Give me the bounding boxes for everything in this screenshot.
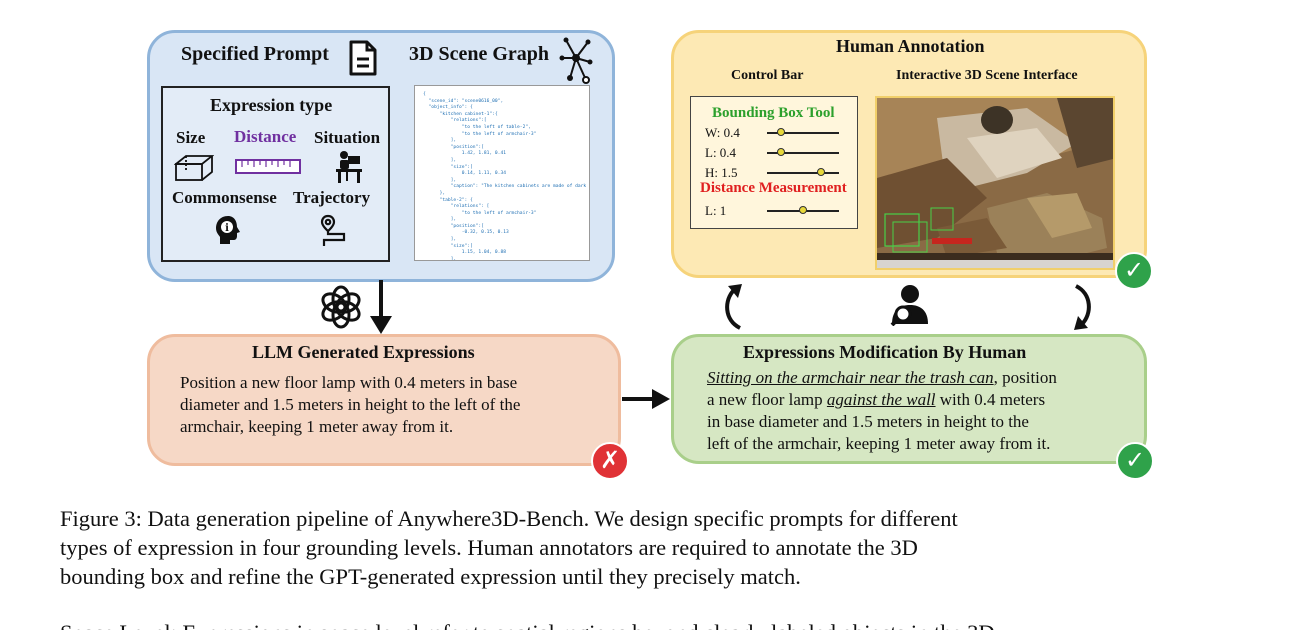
arrow-right-icon <box>622 389 670 409</box>
check-icon: ✓ <box>1115 252 1153 290</box>
scene-3d-view[interactable] <box>875 96 1115 270</box>
head-info-icon: i <box>216 216 240 244</box>
situation-label: Situation <box>314 128 381 147</box>
bbox-slider-knob[interactable] <box>777 128 786 136</box>
mod-underlined-1: Sitting on the armchair near the trash c… <box>707 368 994 387</box>
scene-render <box>877 98 1113 268</box>
bbox-slider-track[interactable] <box>767 172 839 174</box>
bbox-slider-knob[interactable] <box>777 148 786 156</box>
bbox-slider-label: L: 0.4 <box>705 145 737 160</box>
ruler-icon <box>235 159 301 174</box>
llm-line: diameter and 1.5 meters in height to the… <box>180 395 521 414</box>
bbox-slider[interactable]: W: 0.4 <box>705 125 845 141</box>
llm-text: Position a new floor lamp with 0.4 meter… <box>180 372 520 438</box>
json-code: { "scene_id": "scene0616_00", "object_in… <box>423 92 589 261</box>
graph-icon <box>559 37 593 84</box>
llm-title: LLM Generated Expressions <box>252 342 475 362</box>
partial-body-line: Space Level: Expressions in space level … <box>60 620 1250 630</box>
bbox-slider-track[interactable] <box>767 152 839 154</box>
control-bar <box>690 96 858 229</box>
route-pin-icon <box>320 214 346 246</box>
arrow-down-icon <box>370 280 392 334</box>
person-at-desk-icon <box>336 151 362 183</box>
bbox-tool-title: Bounding Box Tool <box>712 105 835 121</box>
mod-line: a new floor lamp against the wall with 0… <box>707 390 1046 409</box>
caption-line: bounding box and refine the GPT-generate… <box>60 564 801 589</box>
commonsense-label: Commonsense <box>172 188 277 207</box>
llm-panel <box>147 334 621 466</box>
control-bar-title: Control Bar <box>731 68 804 83</box>
human-annotation-title: Human Annotation <box>836 36 985 56</box>
bbox-slider[interactable]: H: 1.5 <box>705 165 845 181</box>
scene-interface-title: Interactive 3D Scene Interface <box>896 68 1078 83</box>
curved-arrow-up-icon <box>725 284 742 330</box>
specified-prompt-title: Specified Prompt <box>181 43 329 65</box>
mod-underlined-2: against the wall <box>826 390 936 409</box>
modification-title: Expressions Modification By Human <box>743 342 1027 362</box>
caption-line: types of expression in four grounding le… <box>60 535 918 560</box>
scene-graph-json: { "scene_id": "scene0616_00", "object_in… <box>414 85 590 261</box>
trajectory-label: Trajectory <box>293 188 371 207</box>
document-icon <box>349 40 377 76</box>
person-search-icon <box>890 285 928 326</box>
bbox-slider[interactable]: L: 0.4 <box>705 145 845 161</box>
bbox-slider-label: W: 0.4 <box>705 125 740 140</box>
curved-arrow-down-icon <box>1074 284 1091 330</box>
modification-panel <box>671 334 1147 464</box>
mod-line: left of the armchair, keeping 1 meter aw… <box>707 434 1051 453</box>
llm-line: Position a new floor lamp with 0.4 meter… <box>180 373 518 392</box>
size-label: Size <box>176 128 206 147</box>
scene-graph-title: 3D Scene Graph <box>409 43 549 65</box>
svg-text:i: i <box>225 223 229 234</box>
distance-slider-label: L: 1 <box>705 203 727 218</box>
modification-text: Sitting on the armchair near the trash c… <box>707 367 1057 455</box>
mod-line: in base diameter and 1.5 meters in heigh… <box>707 412 1029 431</box>
mod-line: Sitting on the armchair near the trash c… <box>707 368 1057 387</box>
distance-measurement-title: Distance Measurement <box>700 180 847 196</box>
openai-logo-icon <box>321 285 361 329</box>
caption-line: Figure 3: Data generation pipeline of An… <box>60 506 958 531</box>
check-icon: ✓ <box>1116 442 1154 480</box>
expression-type-title: Expression type <box>210 95 333 115</box>
cross-icon: ✗ <box>591 442 629 480</box>
distance-label: Distance <box>234 127 297 146</box>
bbox-slider-track[interactable] <box>767 132 839 134</box>
distance-slider[interactable]: L: 1 <box>705 203 845 219</box>
bbox-slider-label: H: 1.5 <box>705 165 738 180</box>
bbox-slider-knob[interactable] <box>817 168 825 176</box>
cube-icon <box>174 155 214 181</box>
llm-line: armchair, keeping 1 meter away from it. <box>180 417 454 436</box>
distance-slider-knob[interactable] <box>799 206 807 214</box>
